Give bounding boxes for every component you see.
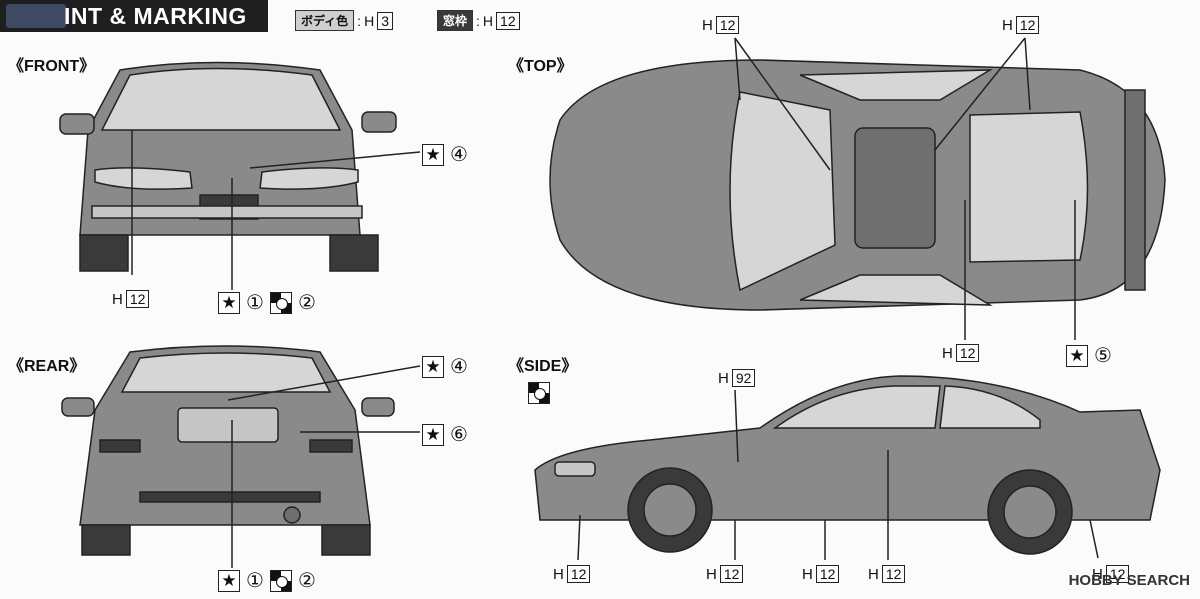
side-ref-front-skirt: H 12	[553, 565, 591, 583]
body-color-sep: :	[357, 12, 362, 29]
top-window-frame-ref-right: H 12	[1002, 16, 1040, 34]
side-view-label: 《SIDE》	[508, 358, 578, 375]
watermark: HOBBY SEARCH	[1068, 572, 1190, 589]
window-frame-number: 12	[496, 11, 520, 30]
window-frame-legend: 窓枠 : H 12	[437, 10, 520, 31]
front-marking-1-2: ★ ① ②	[218, 290, 316, 315]
side-checker-flag-icon	[528, 382, 550, 404]
window-frame-code: H	[482, 12, 494, 29]
rear-marking-6: ★ ⑥	[422, 422, 468, 447]
header-bar: INT & MARKING	[0, 0, 268, 32]
star-icon: ★	[422, 355, 444, 378]
front-marking-4: ★ ④	[422, 142, 468, 167]
front-bumper-color-ref: H 12	[112, 290, 150, 308]
rear-view-label: 《REAR》	[8, 358, 86, 375]
star-icon: ★	[1066, 344, 1088, 367]
body-color-number: 3	[377, 11, 393, 30]
window-frame-label: 窓枠	[437, 10, 474, 31]
top-window-frame-ref-bottom: H 12	[942, 344, 980, 362]
side-color-ref-92: H 92	[718, 369, 756, 387]
top-car-illustration	[549, 37, 1166, 340]
checker-flag-icon	[269, 291, 292, 314]
checker-flag-icon	[269, 569, 292, 592]
body-color-code: H	[364, 12, 375, 29]
page-title: INT & MARKING	[64, 3, 247, 29]
side-ref-sill: H 12	[802, 565, 840, 583]
window-frame-sep: :	[476, 12, 480, 29]
star-icon: ★	[218, 569, 240, 592]
side-ref-door: H 12	[868, 565, 906, 583]
side-ref-front-wheel: H 12	[706, 565, 744, 583]
rear-marking-1-2: ★ ① ②	[218, 568, 316, 593]
body-color-label: ボディ色	[295, 10, 355, 31]
front-car-illustration	[59, 61, 421, 290]
rear-car-illustration	[61, 345, 421, 568]
side-car-illustration	[534, 375, 1161, 561]
top-marking-5: ★ ⑤	[1066, 343, 1112, 368]
star-icon: ★	[422, 143, 444, 166]
rear-marking-4: ★ ④	[422, 354, 468, 379]
side-ref-rear-wheel: H 12	[1092, 565, 1130, 583]
body-color-legend: ボディ色 : H 3	[295, 10, 393, 31]
site-logo	[6, 4, 66, 28]
top-view-label: 《TOP》	[508, 58, 573, 75]
star-icon: ★	[422, 423, 444, 446]
star-icon: ★	[218, 291, 240, 314]
top-window-frame-ref-left: H 12	[702, 16, 740, 34]
front-view-label: 《FRONT》	[8, 58, 96, 75]
